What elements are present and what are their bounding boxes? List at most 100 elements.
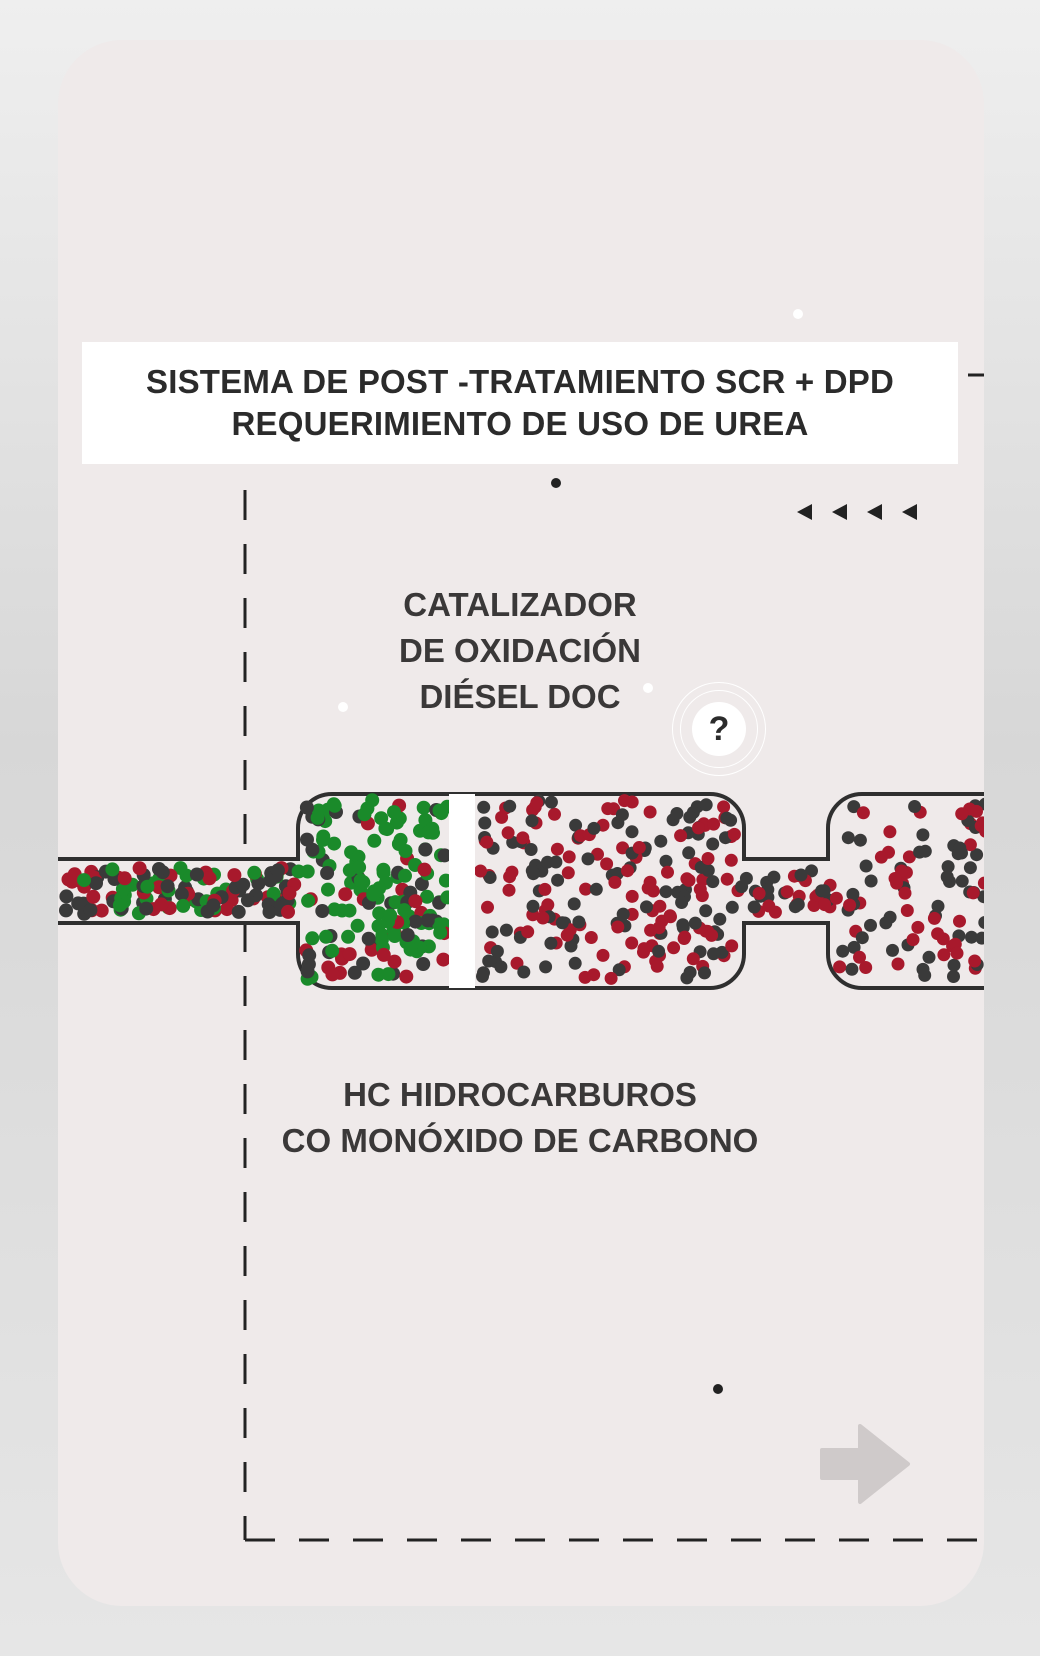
particle: [979, 824, 984, 838]
particle: [231, 904, 246, 919]
particle: [587, 821, 601, 835]
particle: [83, 903, 98, 918]
particle: [670, 807, 684, 820]
particle: [947, 970, 960, 983]
particle: [818, 898, 832, 912]
particle: [661, 865, 674, 879]
particle: [499, 923, 513, 937]
doc-label-line-3: DIÉSEL DOC: [419, 678, 621, 715]
particle: [853, 833, 867, 847]
particle: [436, 952, 451, 967]
particle: [387, 805, 401, 820]
particle: [325, 967, 340, 982]
title-line-1: SISTEMA DE POST -TRATAMIENTO SCR + DPD: [145, 363, 894, 400]
particle: [282, 886, 297, 901]
particle: [476, 969, 489, 983]
particle: [968, 954, 982, 968]
particle: [176, 898, 191, 913]
particle: [416, 957, 431, 971]
particle: [977, 890, 984, 904]
particle: [654, 834, 668, 848]
particle: [367, 833, 382, 848]
particle: [477, 800, 491, 814]
particle: [437, 848, 452, 863]
particle: [300, 964, 315, 979]
particle: [240, 893, 255, 908]
particle: [247, 865, 262, 880]
particle: [970, 848, 984, 862]
particle: [266, 886, 281, 901]
particle: [767, 870, 781, 884]
particle: [299, 800, 314, 815]
particle: [366, 887, 381, 902]
particle: [526, 899, 540, 913]
triangle-left-icon: [902, 504, 917, 520]
arrow-right-icon[interactable]: [820, 1422, 912, 1506]
particle: [988, 862, 1001, 875]
particle: [478, 816, 492, 830]
particle: [426, 825, 440, 840]
particle: [560, 928, 574, 942]
particle: [300, 864, 315, 879]
particle: [992, 960, 1005, 973]
particle: [859, 859, 873, 873]
particle: [305, 931, 320, 946]
particle-cloud: [59, 793, 1005, 986]
particle: [433, 925, 448, 940]
particle: [699, 798, 713, 812]
particle: [544, 795, 558, 809]
particle: [768, 905, 782, 919]
particle: [538, 882, 552, 896]
particle: [632, 841, 646, 854]
particle: [987, 952, 1000, 965]
particle: [833, 960, 847, 974]
particle: [544, 936, 558, 950]
particle: [864, 874, 878, 888]
particle: [955, 874, 969, 888]
particle: [485, 925, 499, 939]
particle: [530, 796, 544, 810]
particle: [525, 814, 539, 828]
particle: [86, 889, 101, 904]
flow-direction-icons: [797, 504, 917, 520]
particle: [908, 800, 922, 813]
particle: [315, 904, 330, 918]
particle: [966, 886, 980, 900]
triangle-left-icon: [832, 504, 847, 520]
particle: [301, 893, 316, 908]
particle: [316, 832, 330, 847]
particle: [372, 906, 387, 921]
particle: [686, 952, 700, 966]
particle: [950, 946, 964, 960]
particle: [115, 882, 130, 896]
particle: [927, 911, 941, 925]
particle: [189, 867, 204, 882]
particle: [59, 889, 74, 904]
particle: [236, 877, 251, 892]
help-button[interactable]: ?: [672, 682, 766, 776]
particle: [683, 810, 697, 824]
decorative-dot: [551, 478, 561, 488]
particle: [970, 804, 983, 818]
particle: [397, 903, 412, 918]
particle: [567, 897, 581, 911]
particle: [604, 971, 618, 985]
particle: [941, 860, 955, 874]
particle: [408, 894, 423, 909]
particle: [562, 850, 576, 864]
particle: [474, 864, 487, 878]
particle: [713, 912, 727, 926]
particle: [483, 871, 497, 884]
particle: [698, 966, 711, 980]
particle: [883, 825, 897, 839]
particle: [974, 819, 984, 833]
particle: [319, 929, 333, 944]
particle: [625, 825, 639, 839]
particle: [581, 852, 595, 866]
particle: [856, 806, 870, 820]
particle: [600, 857, 614, 871]
particle: [154, 897, 169, 912]
particle: [829, 891, 843, 905]
particle: [327, 836, 342, 851]
particle: [986, 838, 999, 851]
